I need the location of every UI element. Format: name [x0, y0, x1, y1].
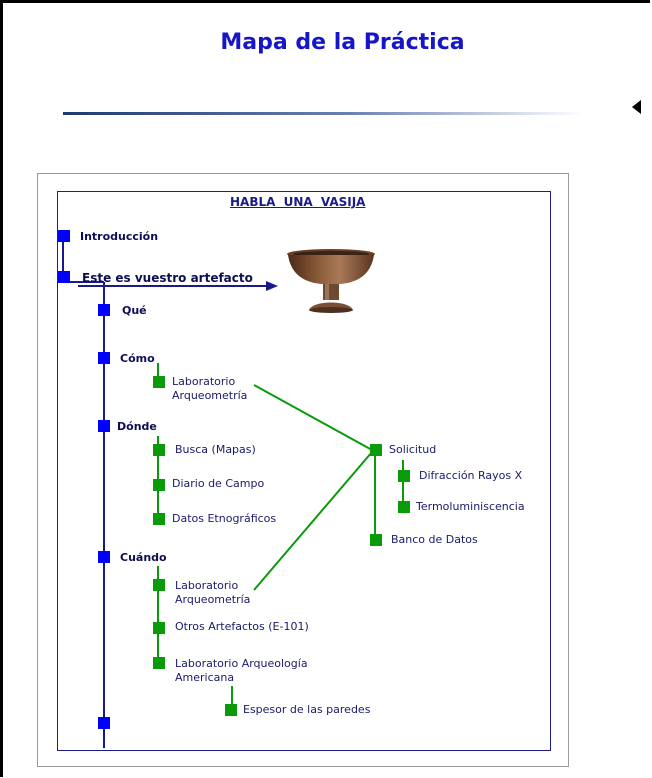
node-que[interactable]: [98, 304, 110, 316]
node-introduccion[interactable]: [58, 230, 70, 242]
label-cuando-laboratorio[interactable]: Laboratorio Arqueometría: [175, 579, 250, 607]
label-difraccion[interactable]: Difracción Rayos X: [419, 469, 523, 482]
label-como-lab-line2: Arqueometría: [172, 389, 248, 402]
label-banco[interactable]: Banco de Datos: [391, 533, 478, 546]
label-cuando-lab-line1: Laboratorio: [175, 579, 239, 592]
node-termoluminiscencia[interactable]: [398, 501, 410, 513]
label-cuando[interactable]: Cuándo: [120, 551, 167, 564]
label-como[interactable]: Cómo: [120, 352, 155, 365]
node-lab-americana[interactable]: [153, 657, 165, 669]
node-banco[interactable]: [370, 534, 382, 546]
vasija-image[interactable]: [285, 248, 377, 320]
node-otros-artefactos[interactable]: [153, 622, 165, 634]
node-como[interactable]: [98, 352, 110, 364]
map-inner-panel: [57, 191, 551, 751]
label-como-lab-line1: Laboratorio: [172, 375, 236, 388]
label-lab-americana-line2: Americana: [175, 671, 235, 684]
node-solicitud[interactable]: [370, 444, 382, 456]
label-etnograficos[interactable]: Datos Etnográficos: [172, 512, 277, 525]
label-busca[interactable]: Busca (Mapas): [175, 443, 256, 456]
node-diario[interactable]: [153, 479, 165, 491]
label-otros-artefactos[interactable]: Otros Artefactos (E-101): [175, 620, 309, 633]
node-donde[interactable]: [98, 420, 110, 432]
page-title: Mapa de la Práctica: [220, 30, 465, 55]
node-end[interactable]: [98, 717, 110, 729]
label-diario[interactable]: Diario de Campo: [172, 477, 265, 490]
label-termoluminiscencia[interactable]: Termoluminiscencia: [416, 500, 525, 513]
node-busca[interactable]: [153, 444, 165, 456]
label-como-laboratorio[interactable]: Laboratorio Arqueometría: [172, 375, 247, 403]
label-solicitud[interactable]: Solicitud: [389, 443, 437, 456]
label-donde[interactable]: Dónde: [117, 420, 157, 433]
node-cuando-laboratorio[interactable]: [153, 579, 165, 591]
node-cuando[interactable]: [98, 551, 110, 563]
map-outer-panel: [37, 173, 569, 767]
label-artefacto[interactable]: Este es vuestro artefacto: [82, 271, 253, 285]
back-arrow-icon[interactable]: [632, 100, 641, 114]
label-cuando-lab-line2: Arqueometría: [175, 593, 251, 606]
node-difraccion[interactable]: [398, 470, 410, 482]
label-espesor[interactable]: Espesor de las paredes: [243, 703, 371, 716]
node-etnograficos[interactable]: [153, 513, 165, 525]
node-espesor[interactable]: [225, 704, 237, 716]
label-lab-americana[interactable]: Laboratorio Arqueología Americana: [175, 657, 308, 685]
label-introduccion[interactable]: Introducción: [80, 230, 159, 243]
node-como-laboratorio[interactable]: [153, 376, 165, 388]
node-artefacto[interactable]: [58, 271, 70, 283]
title-divider: [63, 112, 583, 115]
label-que[interactable]: Qué: [122, 304, 147, 317]
label-lab-americana-line1: Laboratorio Arqueología: [175, 657, 308, 670]
map-heading-link[interactable]: HABLA UNA VASIJA: [230, 195, 366, 209]
